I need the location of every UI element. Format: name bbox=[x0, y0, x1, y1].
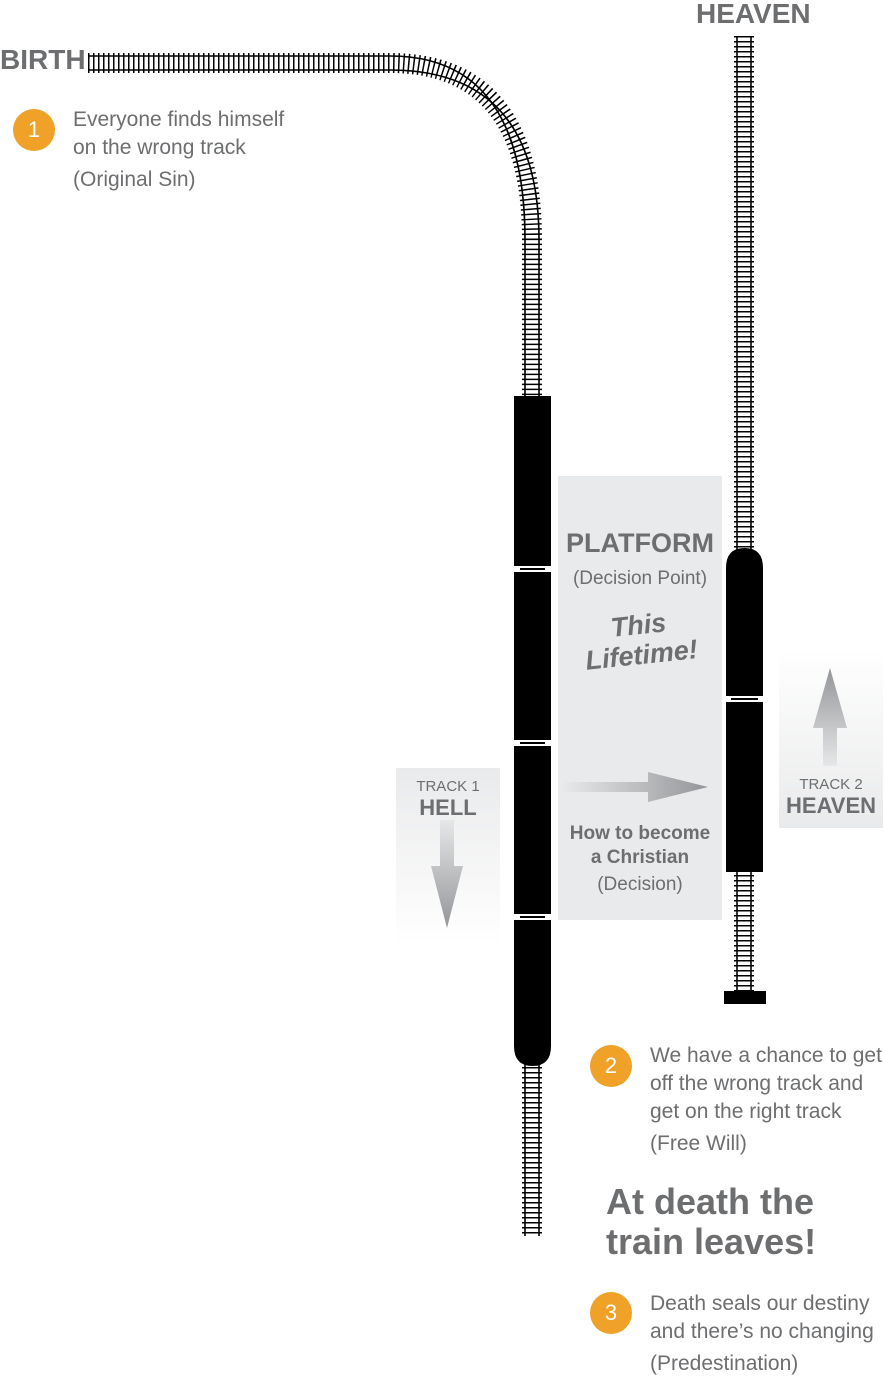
right-arrow-icon bbox=[562, 772, 708, 802]
track-2-rail bbox=[724, 36, 766, 1004]
death-message: At death the train leaves! bbox=[606, 1181, 817, 1262]
down-arrow-icon bbox=[431, 820, 463, 928]
track-1-rail bbox=[88, 53, 542, 1236]
track-2-label: TRACK 2 HEAVEN bbox=[785, 776, 877, 818]
decision-platform: PLATFORM (Decision Point) This Lifetime!… bbox=[558, 476, 722, 920]
decision-label: (Decision) bbox=[597, 874, 683, 895]
train-track-2 bbox=[726, 548, 763, 872]
step-1-badge: 1 bbox=[13, 109, 55, 151]
train-track-1 bbox=[514, 396, 551, 1066]
lifetime-label: This Lifetime! bbox=[584, 607, 700, 676]
track-end-bumper bbox=[724, 991, 766, 1004]
up-arrow-icon bbox=[813, 668, 847, 766]
heaven-top-label: HEAVEN bbox=[696, 0, 811, 29]
step-3-text: Death seals our destiny and there’s no c… bbox=[650, 1292, 874, 1375]
track-1-label: TRACK 1 HELL bbox=[416, 778, 480, 820]
platform-subtitle: (Decision Point) bbox=[572, 568, 708, 589]
step-2-badge: 2 bbox=[590, 1045, 632, 1087]
step-2-text: We have a chance to get off the wrong tr… bbox=[650, 1044, 882, 1155]
birth-label: BIRTH bbox=[0, 44, 86, 75]
platform-title: PLATFORM bbox=[566, 528, 714, 558]
step-1-text: Everyone finds himself on the wrong trac… bbox=[73, 108, 285, 191]
how-to-become-christian: How to become a Christian bbox=[569, 823, 711, 868]
step-3-badge: 3 bbox=[590, 1292, 632, 1334]
